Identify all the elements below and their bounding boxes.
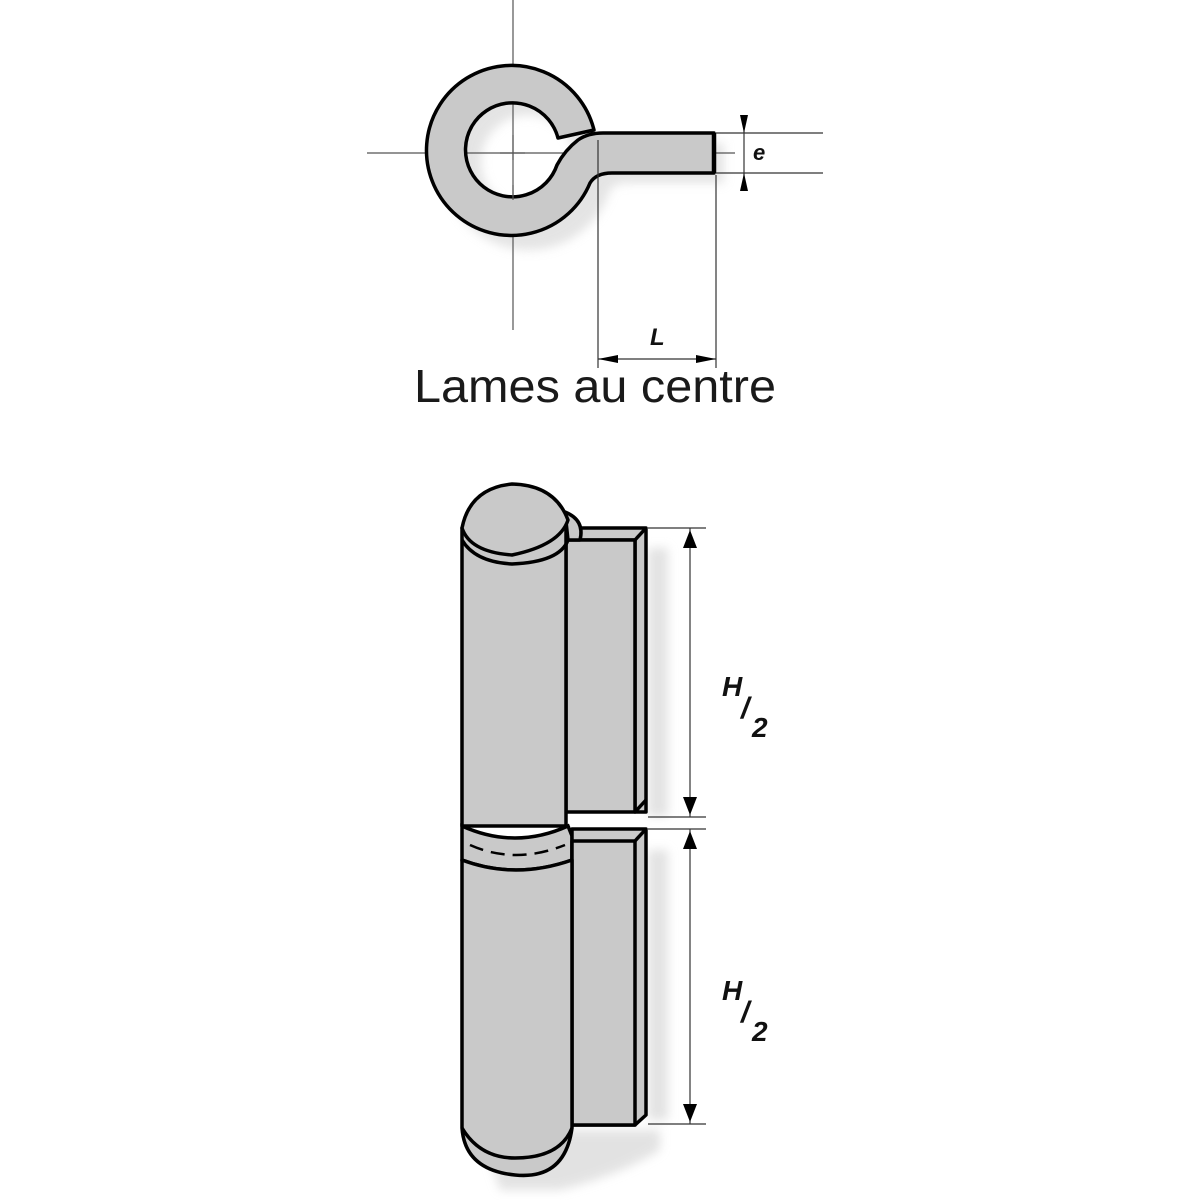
lower-h-half-label: H / 2 xyxy=(722,975,768,1047)
upper-knuckle xyxy=(460,482,583,828)
lower-label-2: 2 xyxy=(751,1016,768,1047)
dimension-e xyxy=(716,115,823,191)
dimension-e-label: e xyxy=(753,140,765,165)
center-cross xyxy=(500,135,525,200)
upper-label-slash: / xyxy=(739,692,752,725)
dimension-l xyxy=(597,140,717,368)
dimension-h-half xyxy=(648,527,706,1125)
side-view: H / 2 H / 2 xyxy=(460,482,768,1190)
lower-knuckle xyxy=(460,858,574,1178)
caption-lames-au-centre: Lames au centre xyxy=(414,360,776,412)
upper-label-2: 2 xyxy=(751,712,768,743)
upper-leaf xyxy=(564,526,648,814)
lower-leaf xyxy=(570,827,648,1127)
upper-label-h: H xyxy=(722,671,743,702)
top-view: e L Lames au centre xyxy=(367,0,823,412)
lower-label-h: H xyxy=(722,975,743,1006)
eye-profile xyxy=(424,63,716,238)
dimension-l-label: L xyxy=(650,324,665,351)
lower-label-slash: / xyxy=(739,996,752,1029)
upper-h-half-label: H / 2 xyxy=(722,671,768,743)
